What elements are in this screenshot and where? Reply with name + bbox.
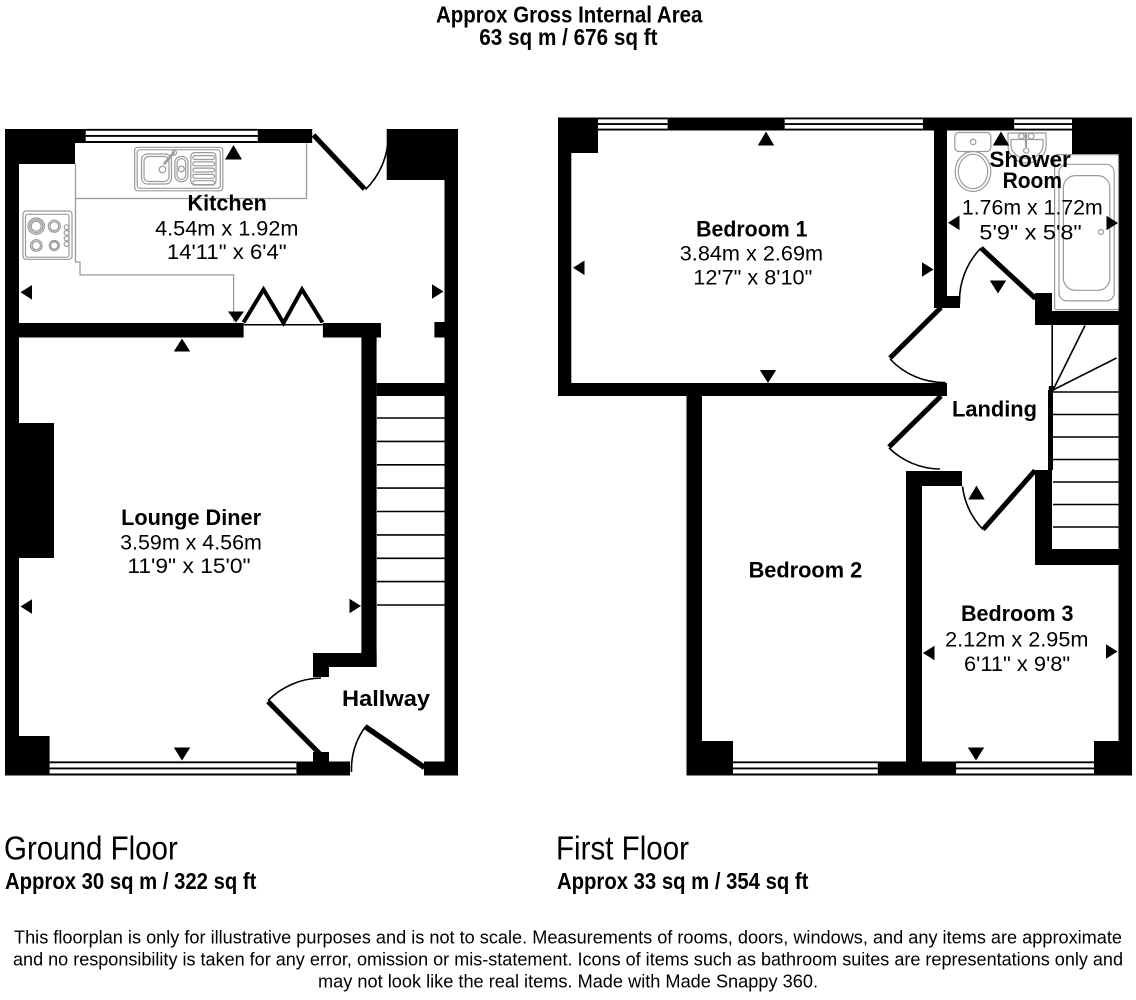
svg-text:This floorplan is only for ill: This floorplan is only for illustrative … xyxy=(14,928,1122,948)
svg-text:1.76m x 1.72m: 1.76m x 1.72m xyxy=(962,196,1103,220)
svg-text:and no responsibility is taken: and no responsibility is taken for any e… xyxy=(13,950,1123,970)
svg-text:Approx 33 sq m / 354 sq ft: Approx 33 sq m / 354 sq ft xyxy=(557,868,809,894)
svg-text:6'11" x 9'8": 6'11" x 9'8" xyxy=(964,652,1070,676)
svg-text:3.84m x 2.69m: 3.84m x 2.69m xyxy=(680,242,823,266)
svg-text:Shower: Shower xyxy=(989,147,1071,172)
svg-text:Lounge Diner: Lounge Diner xyxy=(121,505,261,530)
svg-text:First Floor: First Floor xyxy=(556,830,689,867)
svg-text:Room: Room xyxy=(1003,168,1062,193)
svg-text:Landing: Landing xyxy=(952,397,1037,422)
svg-text:11'9" x 15'0": 11'9" x 15'0" xyxy=(127,554,250,578)
svg-text:Approx 30 sq m / 322 sq ft: Approx 30 sq m / 322 sq ft xyxy=(5,868,257,894)
svg-text:Bedroom 2: Bedroom 2 xyxy=(749,558,863,583)
svg-text:3.59m x 4.56m: 3.59m x 4.56m xyxy=(120,531,262,555)
svg-text:Bedroom 1: Bedroom 1 xyxy=(696,216,807,241)
svg-text:Kitchen: Kitchen xyxy=(188,190,267,215)
svg-text:may not look like the real ite: may not look like the real items. Made w… xyxy=(318,972,818,992)
svg-text:Hallway: Hallway xyxy=(342,686,431,711)
svg-text:2.12m x 2.95m: 2.12m x 2.95m xyxy=(945,627,1088,651)
svg-text:Bedroom 3: Bedroom 3 xyxy=(961,601,1074,626)
svg-text:12'7" x 8'10": 12'7" x 8'10" xyxy=(693,266,812,290)
svg-text:63 sq m / 676 sq ft: 63 sq m / 676 sq ft xyxy=(479,24,657,50)
svg-text:14'11" x 6'4": 14'11" x 6'4" xyxy=(167,240,287,264)
svg-text:5'9" x 5'8": 5'9" x 5'8" xyxy=(979,221,1081,245)
svg-text:Approx Gross Internal Area: Approx Gross Internal Area xyxy=(436,2,703,28)
svg-text:Ground Floor: Ground Floor xyxy=(4,830,178,867)
svg-text:4.54m x 1.92m: 4.54m x 1.92m xyxy=(155,217,298,241)
